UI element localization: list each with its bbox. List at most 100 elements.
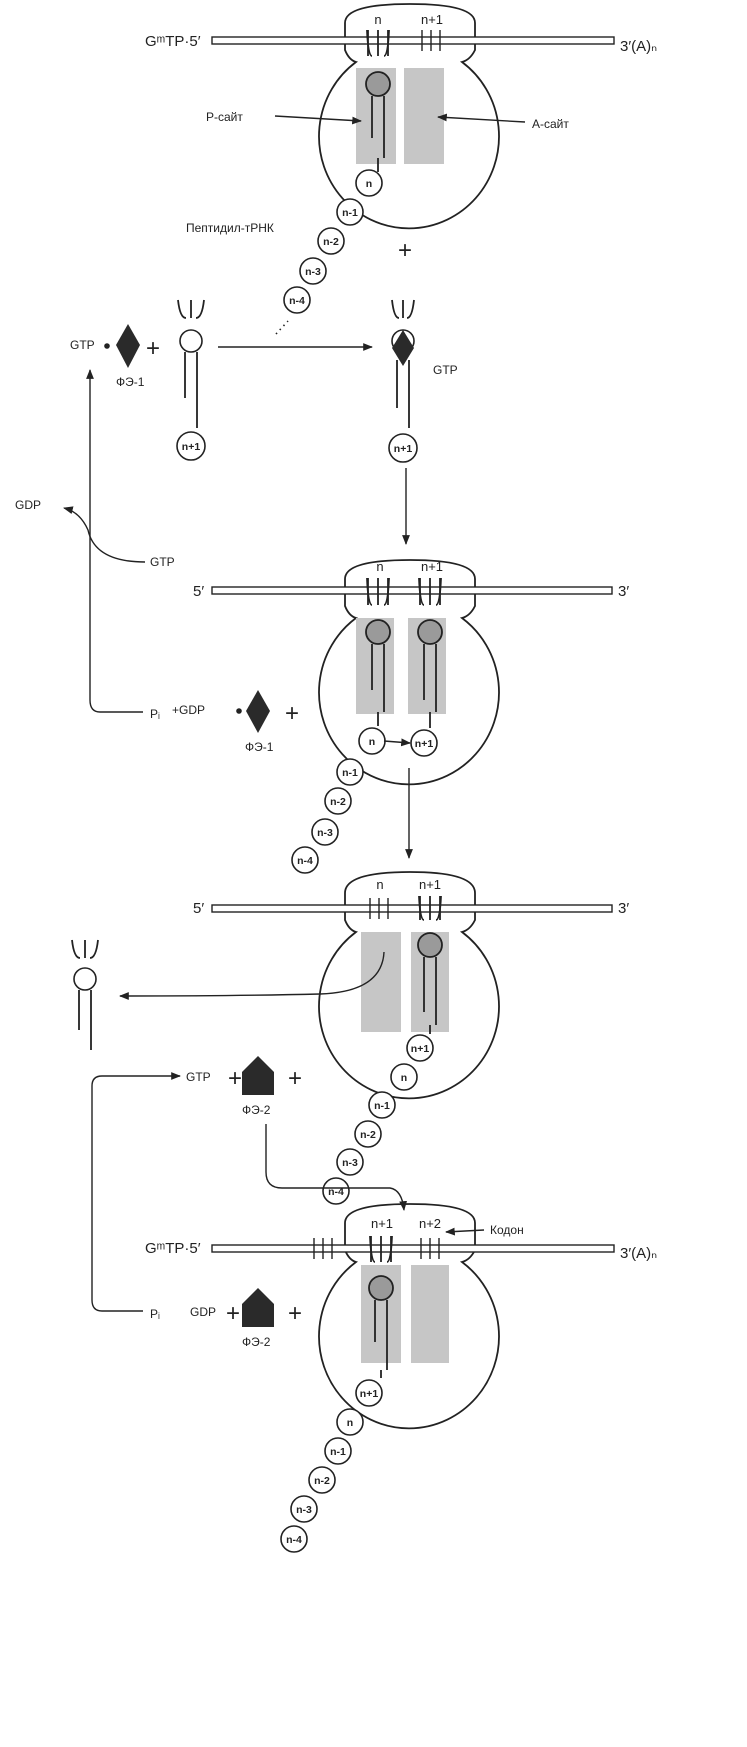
codon-n-label: n [374,12,381,27]
gtp-mid-label: GTP [150,555,175,569]
codon-n-label: n [376,559,383,574]
mrna-5-label: GᵐTP·5′ [145,1240,201,1257]
trna-icon [365,577,391,726]
codon-n1-label: n+1 [421,559,443,574]
svg-text:n-3: n-3 [305,266,321,278]
svg-text:n-3: n-3 [296,1504,312,1516]
gtp-label: GTP [186,1070,211,1084]
stage-4: GᵐTP·5′ 3′(A)ₙ n+1 n+2 Кодон Pᵢ GDP + + … [145,1203,657,1553]
peptide-transfer-arrow [383,738,411,747]
peptide-chain: n n-1 n-2 n-3 n-4 [283,169,383,314]
a-site-arrow [437,113,526,123]
gdp-factor-label: +GDP [172,703,205,717]
plus-sign-c: + [226,1300,240,1327]
codon-ticks [369,898,389,919]
mrna-3-label: 3′(A)ₙ [620,38,657,55]
svg-text:n: n [347,1417,353,1429]
mrna-strand [211,586,613,595]
stage-3: 5′ 3′ n n+1 n+1 n n-1 n-2 n-3 [71,871,629,1211]
svg-text:n-2: n-2 [314,1475,330,1487]
mrna-3-label: 3′(A)ₙ [620,1245,657,1262]
svg-text:n-3: n-3 [342,1157,358,1169]
svg-text:n: n [369,736,375,748]
svg-text:n-1: n-1 [342,207,358,219]
ef2-recycle-loop [91,1072,181,1312]
plus-sign-d: + [288,1300,302,1327]
factor1-label: ФЭ-1 [116,375,145,389]
codon-n1-label: n+1 [371,1216,393,1231]
trna-icon [417,895,443,1034]
svg-text:n-2: n-2 [330,796,346,808]
mrna-strand [211,36,615,45]
svg-text:n+1: n+1 [411,1043,430,1055]
codon-ticks [421,30,441,51]
elongation-factor-1-icon [116,324,140,368]
trna-icon [365,29,391,172]
mrna-5-label: 5′ [193,900,204,917]
translocation-arrow [265,1124,408,1211]
peptidyl-trna-label: Пептидил-тРНК [186,221,274,235]
chain-dots [275,320,289,335]
svg-text:n-4: n-4 [286,1534,302,1546]
pi-label: Pᵢ [150,707,160,721]
svg-text:n-2: n-2 [323,236,339,248]
plus-sign-loop: + [285,700,299,727]
svg-text:n-3: n-3 [317,827,333,839]
codon-n1-label: n+1 [419,877,441,892]
codon-n-label: n [376,877,383,892]
ribosome-icon [318,3,500,230]
stage-1: GᵐTP·5′ 3′(A)ₙ n n+1 P-сайт A-сайт Пепти… [145,3,657,314]
svg-text:n+1: n+1 [415,738,434,750]
codon-label: Кодон [490,1223,524,1237]
gdp-top-label: GDP [15,498,41,512]
a-site-label: A-сайт [532,117,569,131]
gdp-label: GDP [190,1305,216,1319]
a-site [411,1265,449,1363]
plus-sign-b: + [288,1065,302,1092]
svg-text:n-1: n-1 [330,1446,346,1458]
plus-sign-a: + [228,1065,242,1092]
ef1-recycle-loop: GDP GTP Pᵢ +GDP ФЭ-1 + [15,369,299,754]
svg-text:n-4: n-4 [328,1186,344,1198]
p-site-arrow [274,115,362,125]
gtp-right-label: GTP [433,363,458,377]
p-site-label: P-сайт [206,110,243,124]
plus-sign: + [398,237,412,264]
peptide-chain: n+1 n n-1 n-2 n-3 n-4 [280,1379,383,1553]
svg-text:n+1: n+1 [182,441,201,453]
ribosome-icon [318,871,500,1100]
trna-icon [71,939,99,1050]
factor1-label-2: ФЭ-1 [245,740,274,754]
trna-icon [417,577,443,728]
svg-text:n: n [401,1072,407,1084]
plus-sign-binding: + [146,335,160,362]
trna-release-arrow [119,951,385,1000]
aminoacyl-trna-complex: n+1 [388,299,418,463]
elongation-factor-1-icon [246,690,270,733]
factor2-label: ФЭ-2 [242,1103,271,1117]
mrna-strand [211,1244,615,1253]
mrna-3-label: 3′ [618,900,629,917]
trna-icon: n+1 [176,299,206,461]
elongation-factor-2-icon [242,1056,274,1095]
codon-ticks [313,1238,440,1259]
elongation-factor-2-icon [242,1288,274,1327]
ribosome-icon [318,559,500,786]
pi-label: Pᵢ [150,1307,160,1321]
mrna-3-label: 3′ [618,583,629,600]
svg-text:n+1: n+1 [360,1388,379,1400]
mrna-5-label: GᵐTP·5′ [145,33,201,50]
stage-2: 5′ 3′ n n+1 n n+1 n-1 n-2 n-3 n-4 [193,559,629,874]
svg-text:n-2: n-2 [360,1129,376,1141]
mrna-5-label: 5′ [193,583,204,600]
svg-text:n: n [366,178,372,190]
svg-text:n-1: n-1 [374,1100,390,1112]
binding-step: GTP ФЭ-1 + n+1 n+1 GTP [70,299,458,545]
factor2-label-2: ФЭ-2 [242,1335,271,1349]
codon-n1-label: n+1 [421,12,443,27]
gtp-left-label: GTP [70,338,95,352]
svg-text:n+1: n+1 [394,443,413,455]
ribosome-icon [318,1203,500,1430]
mrna-strand [211,904,613,913]
